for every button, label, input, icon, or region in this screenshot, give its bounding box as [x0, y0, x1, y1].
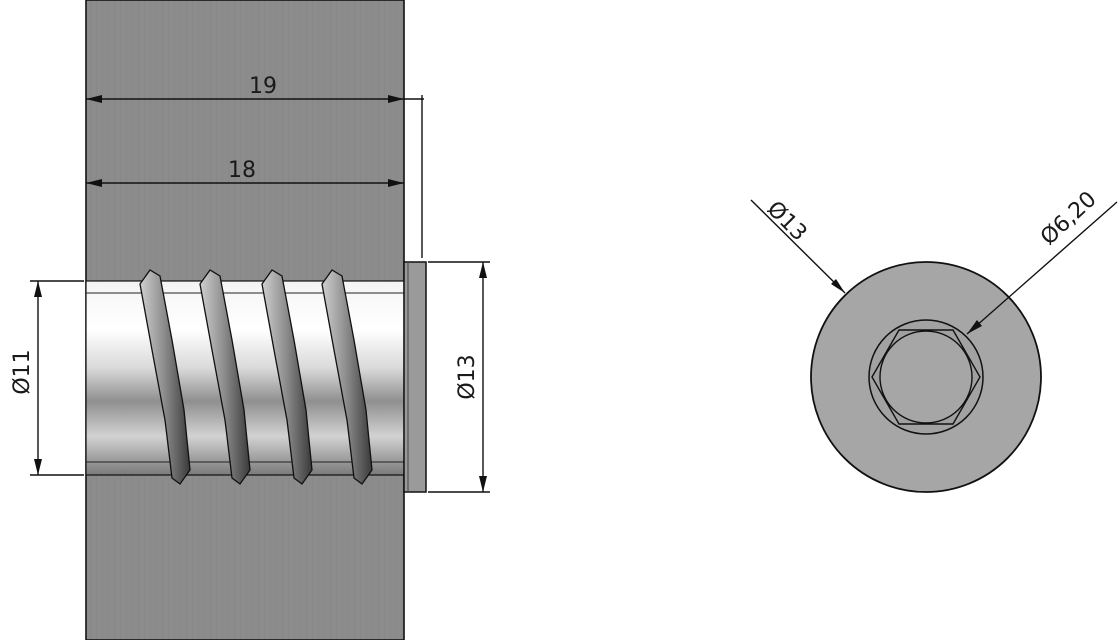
thread-flights — [139, 269, 373, 485]
end-view: Ø13 Ø6,20 — [750, 187, 1118, 493]
side-view: 19 18 Ø11 Ø13 — [10, 0, 490, 640]
dim-text-diameter-11: Ø11 — [10, 349, 35, 394]
dimension-flange-diameter: Ø13 — [428, 261, 490, 493]
thread-flight — [199, 269, 251, 485]
bore-inner — [879, 330, 973, 424]
dimension-thread-length: 18 — [86, 158, 404, 187]
dimension-overall-length: 19 — [86, 74, 424, 258]
dim-text-18: 18 — [228, 158, 256, 183]
dim-text-hex-diameter: Ø6,20 — [1036, 187, 1102, 251]
dim-text-19: 19 — [249, 74, 277, 99]
dimension-thread-diameter: Ø11 — [10, 280, 84, 476]
thread-flight — [139, 269, 191, 485]
dim-text-diameter-13: Ø13 — [455, 354, 480, 399]
flange — [403, 261, 427, 493]
thread-flight — [261, 269, 313, 485]
dimension-outer-diameter: Ø13 — [750, 197, 846, 294]
thread-flight — [321, 269, 373, 485]
dim-text-end-diameter-13: Ø13 — [762, 197, 812, 247]
